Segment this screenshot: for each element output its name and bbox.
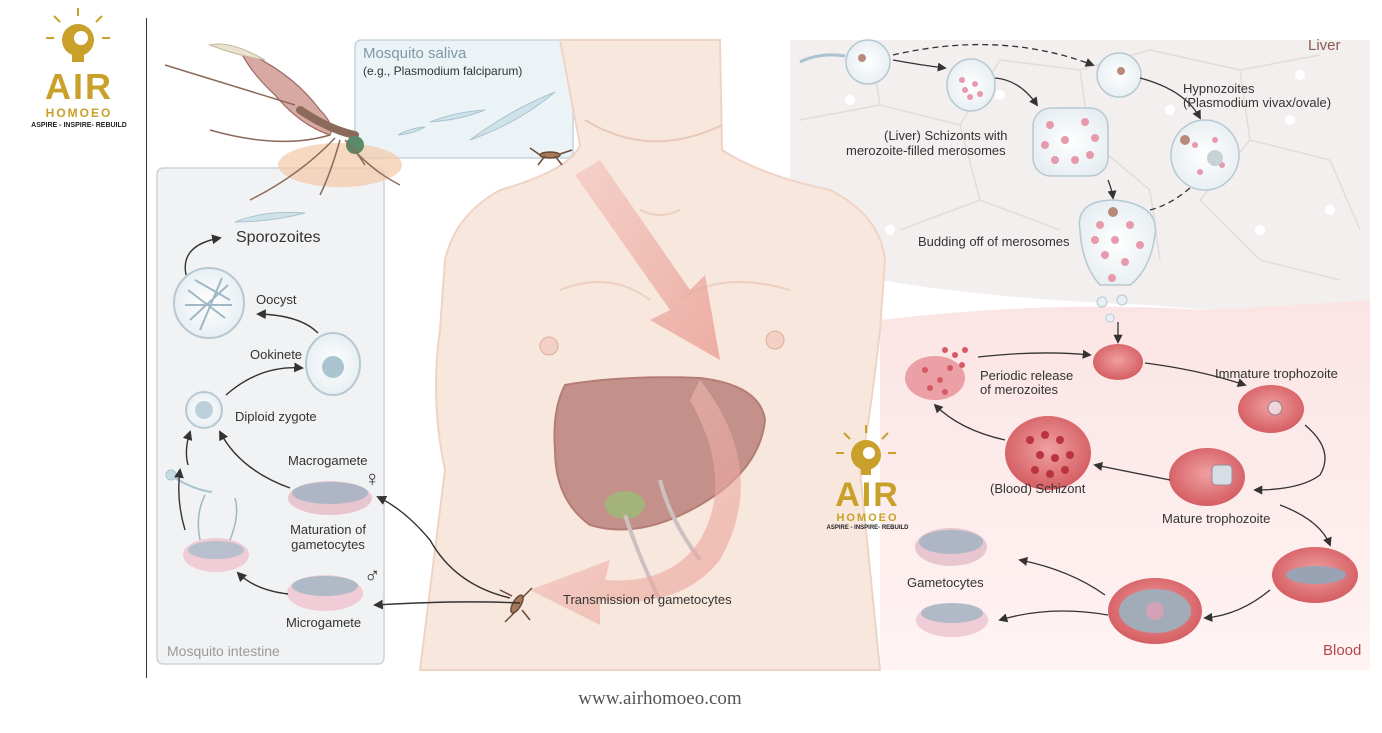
transmission-label: Transmission of gametocytes — [563, 592, 732, 607]
liver-cycle — [799, 39, 1240, 344]
liver-title: Liver — [1308, 37, 1341, 54]
watermark-tagline: ASPIRE - INSPIRE- REBUILD — [826, 525, 909, 531]
liver-schizont-label-2: merozoite-filled merosomes — [846, 143, 1006, 158]
watermark-lamp-icon — [836, 425, 896, 475]
gametocytes-label: Gametocytes — [907, 575, 984, 590]
watermark-homoeo: HOMOEO — [836, 512, 899, 524]
intestine-cycle — [165, 211, 521, 611]
blood-title: Blood — [1323, 642, 1362, 659]
male-symbol: ♂ — [364, 563, 381, 588]
liver-schizont-label-1: (Liver) Schizonts with — [884, 128, 1008, 143]
mosquito-hip — [499, 587, 533, 623]
budding-label: Budding off of merosomes — [918, 234, 1070, 249]
hypnozoites-label-2: (Plasmodium vivax/ovale) — [1183, 95, 1332, 110]
female-symbol: ♀ — [364, 466, 381, 491]
sporozoites-label: Sporozoites — [236, 229, 321, 246]
zygote-label: Diploid zygote — [235, 409, 317, 424]
blood-cycle — [905, 344, 1358, 644]
website-url[interactable]: www.airhomoeo.com — [578, 688, 742, 709]
hypnozoites-label-1: Hypnozoites — [1183, 81, 1255, 96]
human-body — [418, 39, 887, 671]
logo-tagline: ASPIRE - INSPIRE- REBUILD — [31, 122, 127, 129]
saliva-title: Mosquito saliva — [363, 45, 467, 62]
periodic-label-1: Periodic release — [980, 368, 1074, 383]
logo-air: AIR — [45, 66, 113, 107]
oocyst-label: Oocyst — [256, 292, 297, 307]
mature-trophozoite-label: Mature trophozoite — [1162, 511, 1271, 526]
watermark-logo: AIR HOMOEO ASPIRE - INSPIRE- REBUILD — [815, 478, 920, 531]
logo-homoeo: HOMOEO — [45, 106, 113, 120]
logo-lamp-icon — [46, 8, 110, 62]
macrogamete-label: Macrogamete — [288, 453, 368, 468]
maturation-label-1: Maturation of — [290, 522, 366, 537]
saliva-subtitle: (e.g., Plasmodium falciparum) — [363, 64, 523, 78]
blood-schizont-label: (Blood) Schizont — [990, 481, 1086, 496]
arrow-gametocytes — [530, 380, 741, 625]
maturation-label-2: gametocytes — [291, 537, 365, 552]
periodic-label-2: of merozoites — [980, 382, 1059, 397]
saliva-sporozoites — [397, 91, 556, 141]
arrow-to-liver — [575, 160, 720, 360]
logo: AIR HOMOEO ASPIRE - INSPIRE- REBUILD — [20, 66, 138, 130]
divider-line — [146, 18, 147, 678]
mosquito-drawing — [164, 43, 402, 201]
mosquito-neck — [529, 147, 573, 166]
watermark-air: AIR — [835, 476, 900, 514]
ookinete-label: Ookinete — [250, 347, 303, 362]
microgamete-label: Microgamete — [286, 615, 362, 630]
immature-trophozoite-label: Immature trophozoite — [1215, 366, 1338, 381]
intestine-title: Mosquito intestine — [167, 643, 280, 659]
